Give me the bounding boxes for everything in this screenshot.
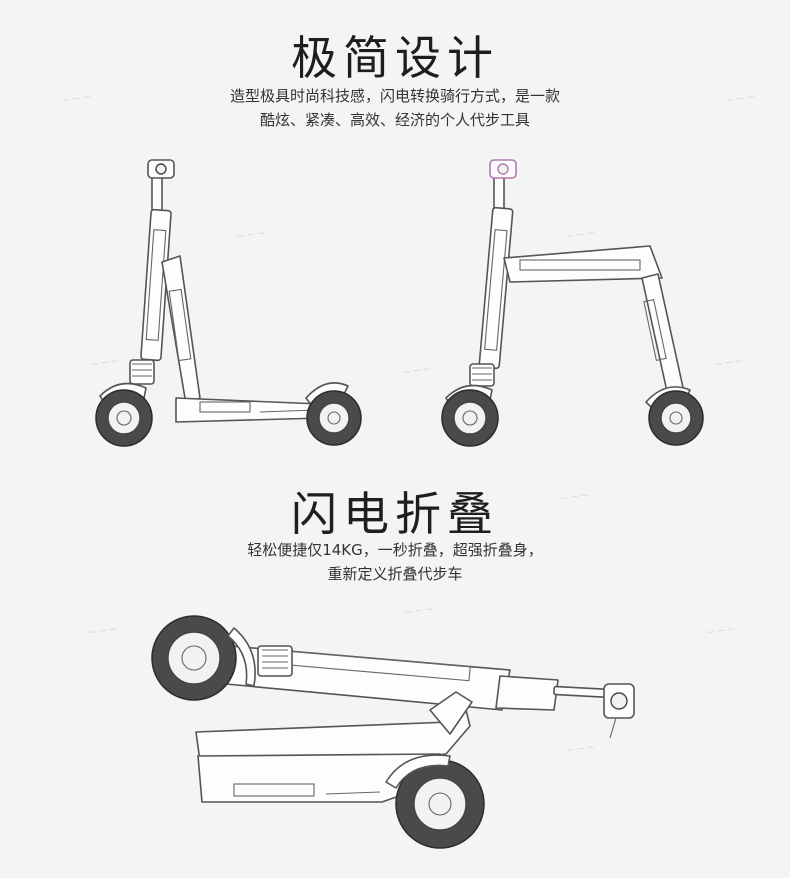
section2-title: 闪电折叠 [291,487,499,541]
section1-desc-line2: 酷炫、紧凑、高效、经济的个人代步工具 [259,111,530,129]
section2-desc-line1: 轻松便捷仅14KG，一秒折叠，超强折叠身， [247,541,543,559]
scooter-folded-illustration [151,615,635,849]
section1-desc-line1: 造型极具时尚科技感，闪电转换骑行方式，是一款 [229,87,560,105]
scooter-standing-illustration [95,159,362,447]
section1-description: 造型极具时尚科技感，闪电转换骑行方式，是一款 酷炫、紧凑、高效、经济的个人代步工… [0,84,790,132]
watermark-mark: ~~~ [705,621,738,640]
watermark-mark: ~~~ [87,621,120,640]
scooter-seated-illustration [441,159,704,447]
section2-description: 轻松便捷仅14KG，一秒折叠，超强折叠身， 重新定义折叠代步车 [0,538,790,586]
watermark-mark: ~~~ [401,361,434,380]
section2-desc-line2: 重新定义折叠代步车 [327,565,463,583]
section1-title: 极简设计 [291,31,499,85]
